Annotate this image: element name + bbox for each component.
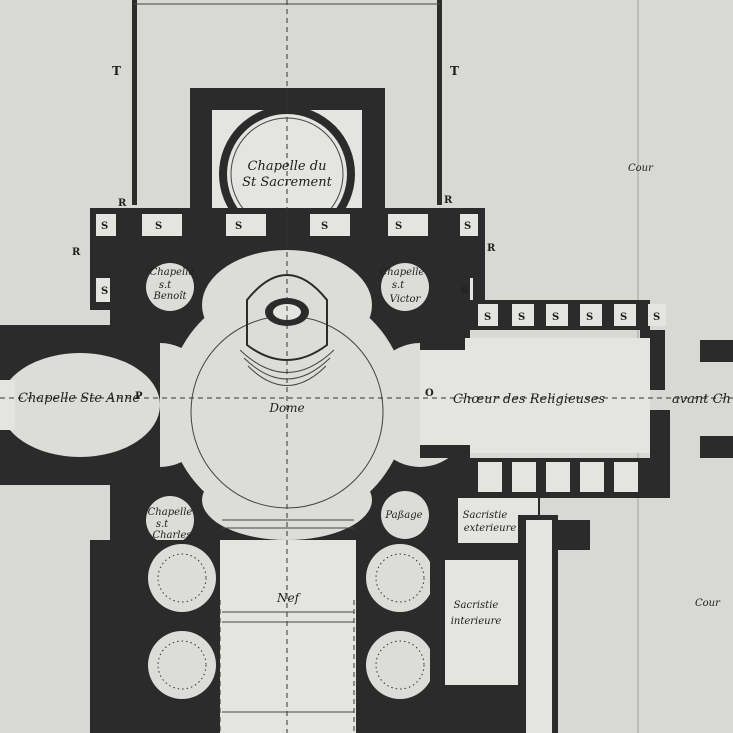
label-chapelle-sacrement-name: St Sacrement: [242, 175, 333, 190]
room-s: S: [552, 312, 559, 323]
label-sacristie-exterieure-2: exterieure: [464, 523, 517, 534]
letter-t-left: T: [112, 64, 121, 78]
nef-block: [90, 519, 440, 733]
choir-corridor: [470, 300, 733, 498]
label-chapelle-victor: Chapelle: [380, 267, 425, 278]
letter-r-right: R: [487, 243, 496, 254]
room-s: S: [461, 286, 468, 297]
label-cour-bottom: Cour: [695, 598, 721, 609]
label-sacristie-interieure-2: interieure: [451, 616, 502, 627]
label-dome: Dome: [268, 401, 304, 415]
sacristie-block: [430, 498, 590, 733]
label-chapelle-charles-st: s.t: [156, 519, 169, 530]
room-s: S: [620, 312, 627, 323]
room-s: S: [395, 221, 402, 232]
letter-r-top-left: R: [118, 198, 127, 209]
label-chapelle-charles-name: Charles: [152, 530, 191, 541]
letter-r-left: R: [72, 247, 81, 258]
label-chapelle-sacrement: Chapelle du: [248, 159, 327, 174]
label-sacristie-exterieure: Sacristie: [463, 510, 508, 521]
room-s: S: [101, 286, 108, 297]
label-chapelle-benoit-name: Benoît: [153, 291, 188, 302]
label-chapelle-benoit: Chapelle: [150, 267, 195, 278]
label-chapelle-benoit-st: s.t: [159, 280, 172, 291]
room-s: S: [464, 221, 471, 232]
label-chapelle-anne: Chapelle Ste Anne: [18, 391, 140, 406]
room-s: S: [518, 312, 525, 323]
letter-r-top-right: R: [444, 195, 453, 206]
label-chapelle-charles: Chapelle: [148, 507, 193, 518]
room-s: S: [155, 221, 162, 232]
label-cour-top: Cour: [628, 163, 654, 174]
label-choeur: Chœur des Religieuses: [453, 392, 605, 407]
room-s: S: [653, 312, 660, 323]
letter-o: O: [425, 388, 434, 399]
label-chapelle-victor-name: Victor: [390, 294, 422, 305]
room-s: S: [586, 312, 593, 323]
letter-p: P: [135, 391, 143, 402]
choeur-block: [420, 335, 650, 458]
label-nef: Nef: [276, 591, 302, 605]
label-chapelle-victor-st: s.t: [392, 280, 405, 291]
room-s: S: [101, 221, 108, 232]
label-choeur-continued: avant Ch: [672, 392, 731, 407]
room-s: S: [235, 221, 242, 232]
chapelle-anne-block: [0, 325, 160, 485]
label-passage: Paßage: [384, 510, 422, 521]
letter-t-right: T: [450, 64, 459, 78]
room-s: S: [321, 221, 328, 232]
label-sacristie-interieure: Sacristie: [454, 600, 499, 611]
room-s: S: [484, 312, 491, 323]
